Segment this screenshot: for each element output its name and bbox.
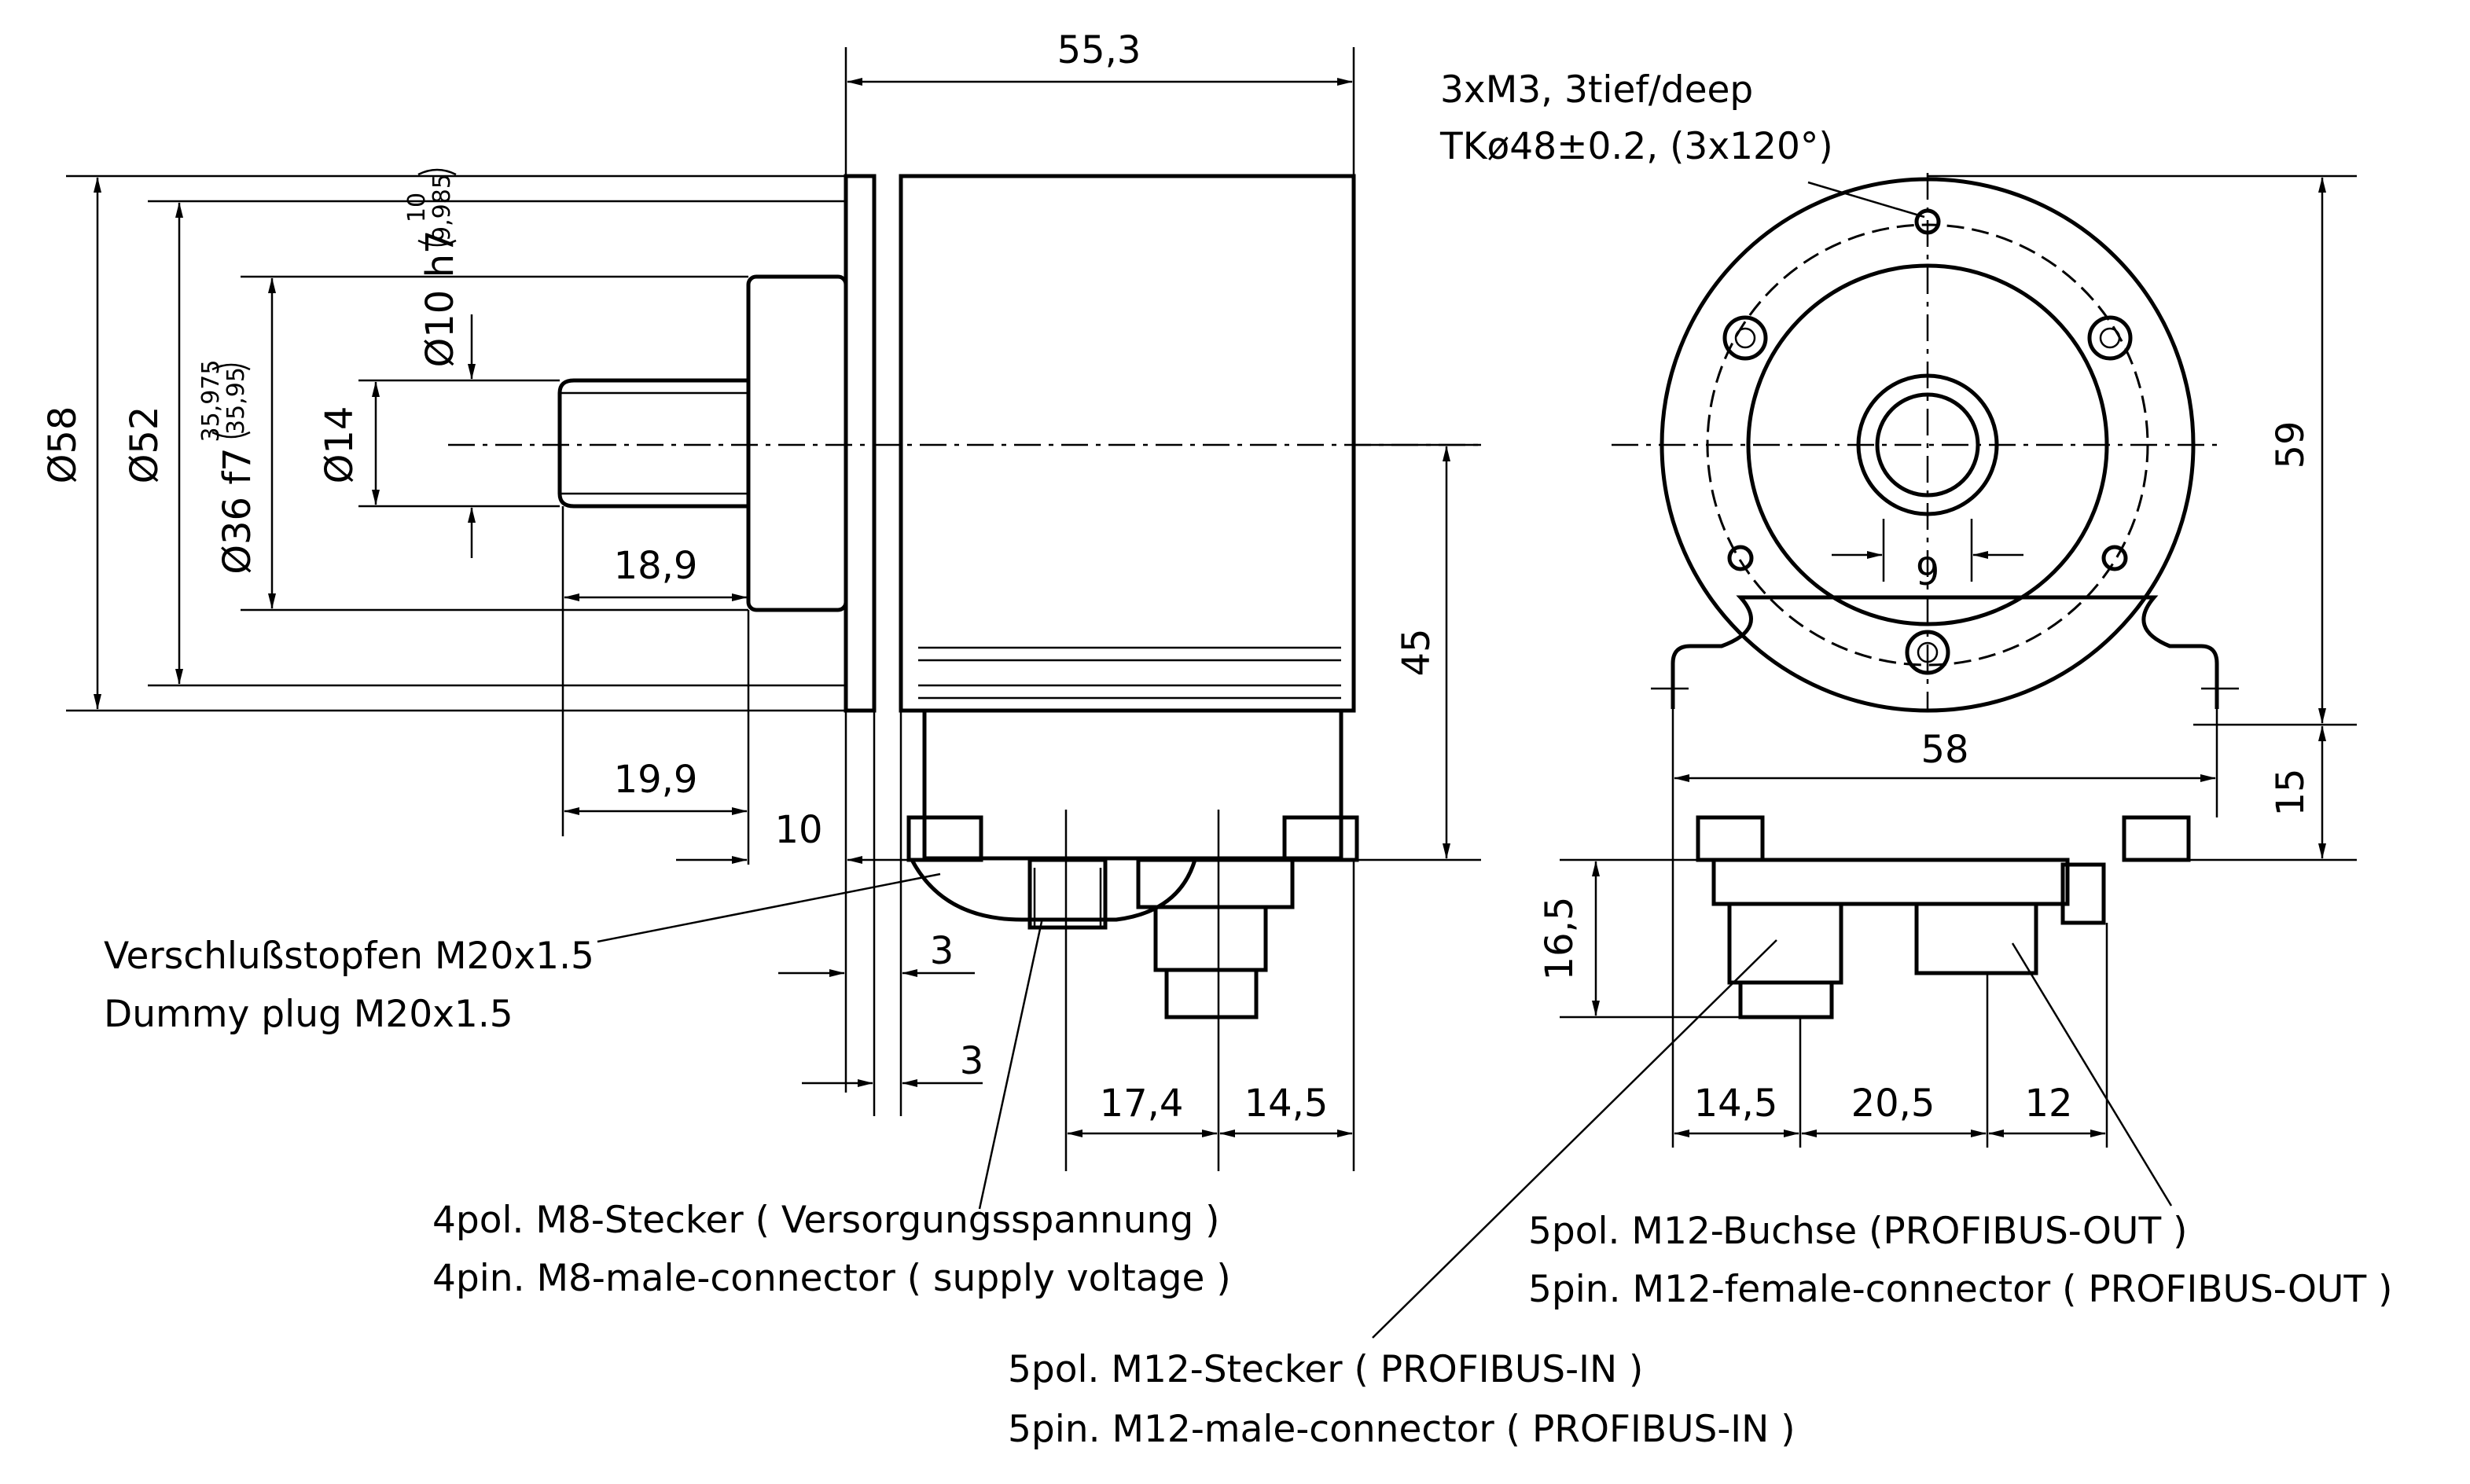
dimension-labels: Ø58 Ø52 Ø36 f7 35,975 35,95 Ø14 Ø10 h7 1… bbox=[41, 28, 2313, 1126]
connection-cap bbox=[922, 708, 1343, 861]
m12-connector-side-body bbox=[1153, 905, 1268, 972]
m12-connector-side bbox=[1136, 858, 1295, 909]
dim-3b: 3 bbox=[960, 1039, 984, 1083]
shaft bbox=[557, 378, 748, 509]
spigot bbox=[746, 274, 848, 612]
front-view bbox=[1372, 173, 2357, 1339]
dim-18-9: 18,9 bbox=[614, 544, 698, 588]
note-m12out-de: 5pol. M12-Buchse (PROFIBUS-OUT ) bbox=[1528, 1210, 2187, 1253]
leader-m12-in bbox=[1372, 939, 1777, 1339]
front-connection-block bbox=[1711, 858, 2070, 906]
dim-45: 45 bbox=[1395, 628, 1439, 676]
dummy-plug bbox=[910, 858, 1197, 922]
dim-d52: Ø52 bbox=[123, 406, 167, 484]
leader-mount-holes bbox=[1807, 181, 1925, 219]
housing-body bbox=[899, 174, 1356, 713]
dim-d10: Ø10 h7 bbox=[418, 230, 462, 367]
dim-d14: Ø14 bbox=[318, 406, 362, 484]
dim-9: 9 bbox=[1916, 550, 1940, 594]
leader-m12-out bbox=[2011, 942, 2173, 1207]
leader-dummy-plug bbox=[597, 872, 941, 943]
dim-16-5: 16,5 bbox=[1538, 897, 1582, 981]
note-plug-en: Dummy plug M20x1.5 bbox=[104, 993, 513, 1036]
note-m8-de: 4pol. M8-Stecker ( Versorgungsspannung ) bbox=[432, 1199, 1219, 1242]
m8-connector bbox=[1027, 858, 1108, 930]
note-m12in-en: 5pin. M12-male-connector ( PROFIBUS-IN ) bbox=[1008, 1408, 1796, 1451]
dim-d58: Ø58 bbox=[41, 406, 85, 484]
m8-front-connector bbox=[2060, 862, 2106, 925]
cap-screw-right bbox=[1282, 815, 1359, 862]
callout-notes: 3xM3, 3tief/deep TKø48±0.2, (3x120°) Ver… bbox=[104, 68, 2392, 1451]
tolerance-brackets bbox=[211, 168, 457, 439]
dim-55-3: 55,3 bbox=[1057, 28, 1141, 72]
front-screw-right bbox=[2122, 815, 2191, 862]
cap-screw-left bbox=[906, 815, 983, 862]
side-view bbox=[66, 47, 2217, 1210]
dim-d36-tol-upper: 35,975 bbox=[197, 360, 225, 443]
note-plug-de: Verschlußstopfen M20x1.5 bbox=[104, 935, 594, 978]
dim-58: 58 bbox=[1920, 728, 1968, 772]
m12-out-connector bbox=[1914, 902, 2038, 975]
dim-d36: Ø36 f7 bbox=[215, 447, 259, 575]
note-m8-en: 4pin. M8-male-connector ( supply voltage… bbox=[432, 1257, 1231, 1300]
dim-14-5-front: 14,5 bbox=[1694, 1082, 1778, 1126]
dim-10: 10 bbox=[774, 808, 822, 852]
m12-connector-side-tip bbox=[1164, 968, 1259, 1019]
dim-15: 15 bbox=[2269, 768, 2313, 816]
mounting-base bbox=[1671, 595, 2219, 709]
note-mount-line2: TKø48±0.2, (3x120°) bbox=[1439, 125, 1833, 168]
note-mount-line1: 3xM3, 3tief/deep bbox=[1440, 68, 1753, 112]
flange bbox=[844, 174, 877, 713]
dim-d10-tol-lower: 9,985 bbox=[428, 174, 456, 241]
dim-20-5: 20,5 bbox=[1851, 1082, 1935, 1126]
front-screw-left bbox=[1696, 815, 1765, 862]
dim-17-4: 17,4 bbox=[1100, 1082, 1184, 1126]
dim-12: 12 bbox=[2024, 1082, 2072, 1126]
dim-59: 59 bbox=[2269, 421, 2313, 468]
dim-3a: 3 bbox=[930, 929, 954, 973]
m12-in-connector-tip bbox=[1738, 980, 1834, 1019]
dim-d36-tol-lower: 35,95 bbox=[222, 367, 250, 435]
dim-d10-tol-upper: 10 bbox=[403, 193, 431, 222]
note-m12out-en: 5pin. M12-female-connector ( PROFIBUS-OU… bbox=[1528, 1268, 2392, 1311]
note-m12in-de: 5pol. M12-Stecker ( PROFIBUS-IN ) bbox=[1008, 1348, 1643, 1391]
dim-14-5-side: 14,5 bbox=[1244, 1082, 1329, 1126]
leader-m8 bbox=[978, 917, 1044, 1210]
dim-19-9: 19,9 bbox=[614, 758, 698, 802]
